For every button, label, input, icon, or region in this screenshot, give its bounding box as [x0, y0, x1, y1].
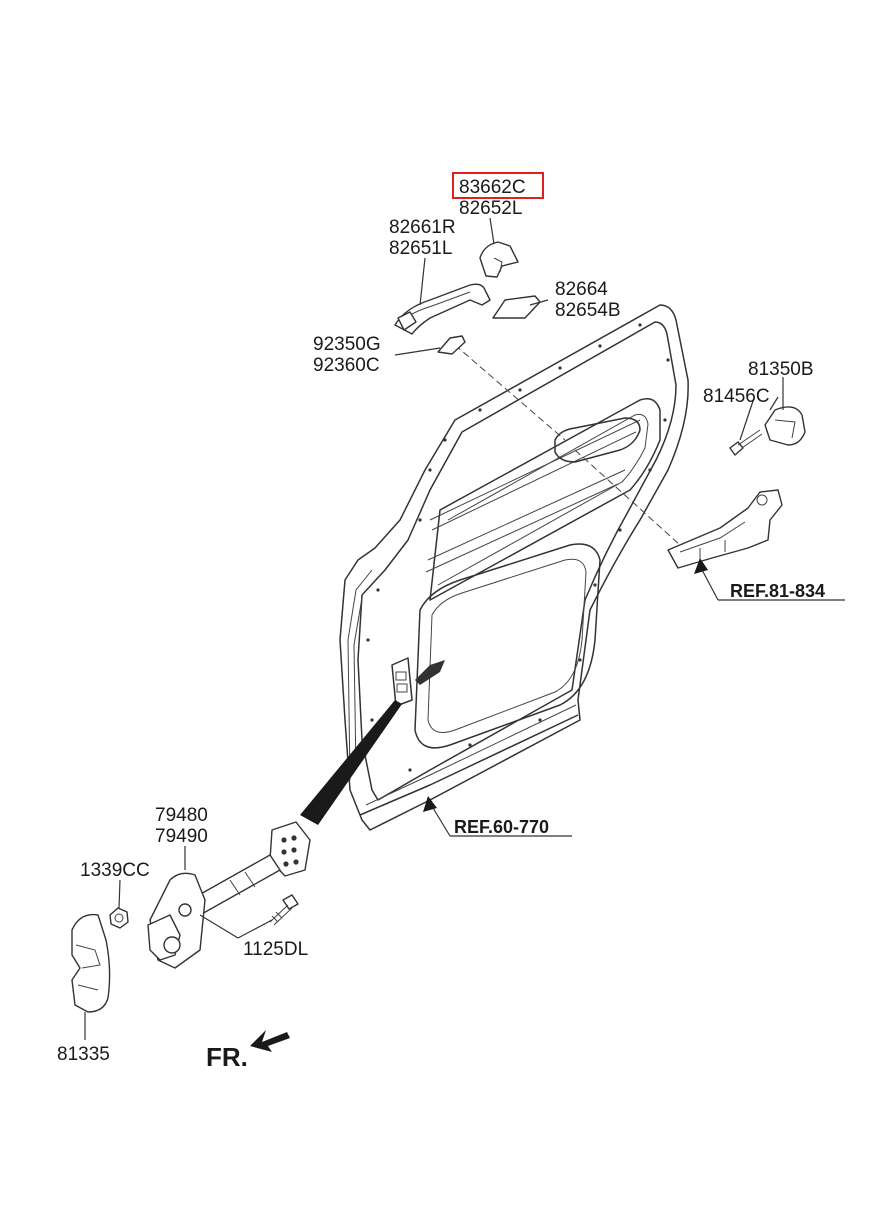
label-92350g[interactable]: 92350G [313, 334, 381, 355]
door-checker-part [147, 821, 311, 969]
label-81456c[interactable]: 81456C [703, 386, 770, 407]
ref-81-834[interactable]: REF.81-834 [730, 581, 825, 601]
cover-81335 [71, 913, 111, 1013]
label-83662c[interactable]: 83662C [459, 177, 526, 198]
highlight-box [452, 172, 544, 199]
handle-pad-part [437, 335, 466, 355]
screw-81456c [729, 429, 763, 456]
ref-60-770[interactable]: REF.60-770 [454, 817, 549, 837]
fr-label: FR. [206, 1042, 248, 1072]
label-79490[interactable]: 79490 [155, 826, 208, 847]
latch-assembly-part [667, 489, 783, 569]
striker-part [764, 406, 806, 446]
assembly-line-latch [574, 449, 681, 546]
label-1339cc[interactable]: 1339CC [80, 860, 150, 881]
label-82652l[interactable]: 82652L [459, 198, 522, 219]
label-82661r[interactable]: 82661R [389, 217, 456, 238]
handle-gasket-part [492, 295, 541, 319]
label-82654b[interactable]: 82654B [555, 300, 621, 321]
label-92360c[interactable]: 92360C [313, 355, 380, 376]
checker-link-band [300, 700, 402, 825]
label-82651l[interactable]: 82651L [389, 238, 452, 259]
assembly-line-handle [454, 344, 566, 441]
label-82664[interactable]: 82664 [555, 279, 608, 300]
front-direction-indicator: FR. [206, 1030, 290, 1072]
outside-handle-part [394, 283, 491, 335]
bolt-1125dl [269, 894, 299, 926]
label-81335[interactable]: 81335 [57, 1044, 110, 1065]
leader-lines [84, 217, 845, 1040]
nut-1339cc [109, 907, 129, 929]
label-79480[interactable]: 79480 [155, 805, 208, 826]
label-1125dl[interactable]: 1125DL [243, 939, 308, 960]
rear-door-panel [339, 304, 689, 831]
label-81350b[interactable]: 81350B [748, 359, 814, 380]
handle-cap-part [479, 241, 519, 278]
